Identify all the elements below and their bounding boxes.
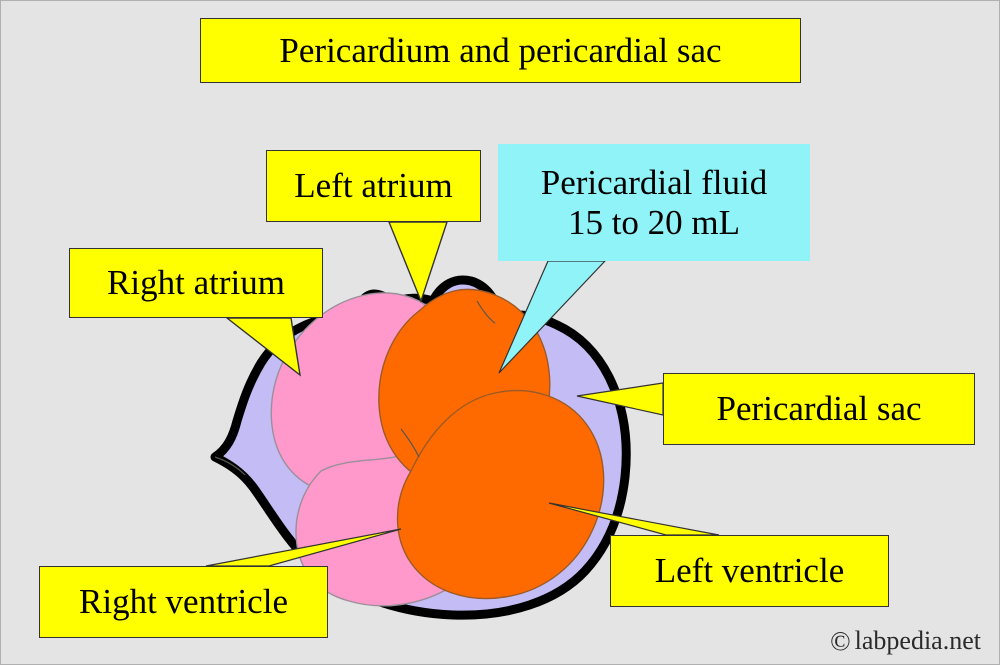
label-pericardial-fluid: Pericardial fluid 15 to 20 mL bbox=[498, 144, 810, 261]
page-title: Pericardium and pericardial sac bbox=[200, 18, 801, 83]
right-atrium-pointer bbox=[224, 317, 301, 377]
watermark-text: labpedia.net bbox=[854, 626, 981, 655]
watermark: © labpedia.net bbox=[830, 626, 981, 656]
pericardial-fluid-line-1: Pericardial fluid bbox=[540, 163, 768, 203]
label-right-atrium: Right atrium bbox=[69, 248, 323, 318]
label-left-ventricle: Left ventricle bbox=[610, 535, 889, 607]
internal-division-lines bbox=[214, 300, 496, 476]
label-right-ventricle: Right ventricle bbox=[39, 566, 328, 638]
label-pericardial-sac: Pericardial sac bbox=[663, 373, 975, 445]
left-heart-chambers bbox=[378, 288, 605, 600]
copyright-icon: © bbox=[830, 625, 851, 656]
label-left-atrium: Left atrium bbox=[266, 150, 481, 222]
pericardial-fluid-line-2: 15 to 20 mL bbox=[567, 202, 741, 242]
pericardial-fluid-pointer bbox=[498, 260, 607, 374]
left-atrium-pointer bbox=[387, 221, 448, 304]
left-ventricle-shape bbox=[396, 389, 605, 600]
